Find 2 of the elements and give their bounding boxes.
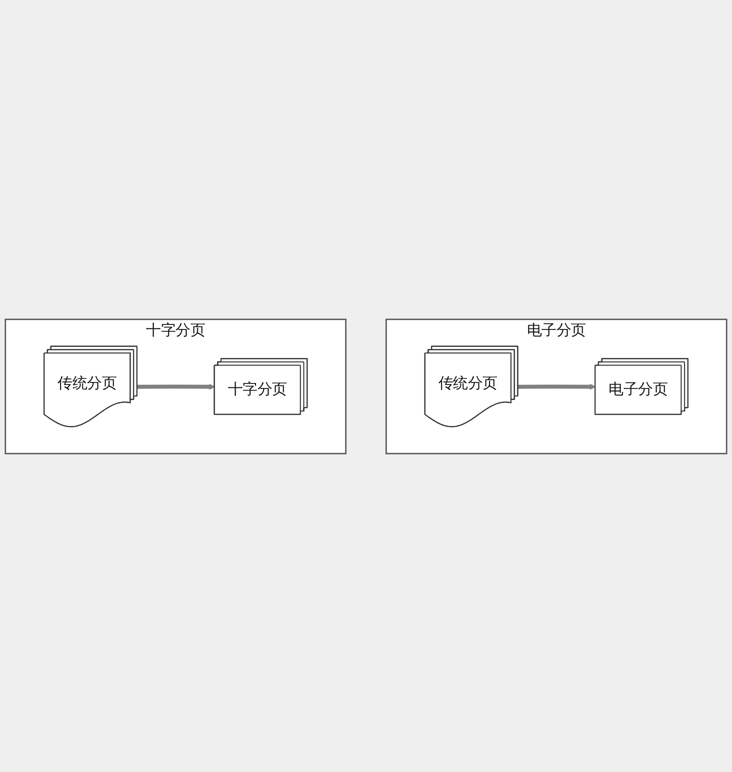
arrow	[518, 383, 596, 390]
arrow	[137, 383, 215, 390]
